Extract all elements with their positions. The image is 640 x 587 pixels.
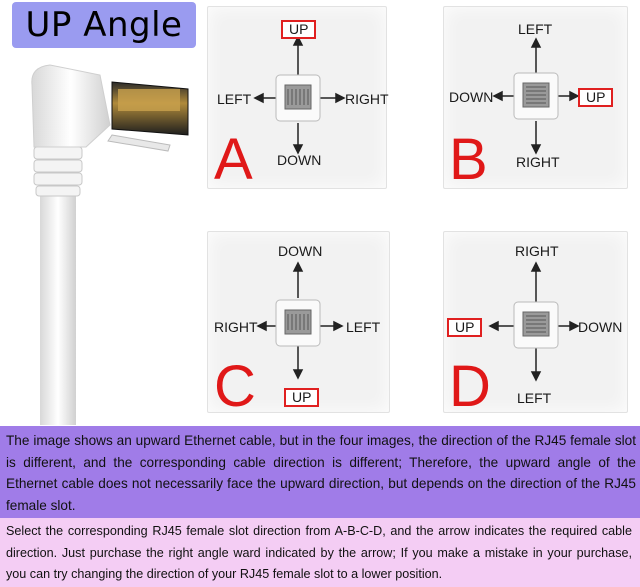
panel-b: LEFT DOWN UP RIGHT B <box>443 6 628 189</box>
label-left: LEFT <box>217 91 252 107</box>
label-left: RIGHT <box>214 319 258 335</box>
explanation-text: The image shows an upward Ethernet cable… <box>6 433 636 513</box>
label-up: RIGHT <box>515 243 559 259</box>
label-up: LEFT <box>518 21 553 37</box>
label-down: RIGHT <box>516 154 560 170</box>
label-left: UP <box>447 318 483 337</box>
panel-letter: A <box>214 127 253 192</box>
direction-arrows <box>253 35 346 155</box>
panel-letter: C <box>214 354 256 419</box>
label-down: DOWN <box>277 152 322 168</box>
label-right: LEFT <box>346 319 381 335</box>
direction-arrows <box>256 261 344 380</box>
label-up: DOWN <box>278 243 323 259</box>
panel-letter: D <box>449 354 491 419</box>
label-left: DOWN <box>449 89 494 105</box>
panel-d: RIGHT UP DOWN LEFT D <box>443 231 628 419</box>
label-up: UP <box>281 20 317 39</box>
direction-arrows <box>488 261 580 382</box>
label-right: UP <box>578 88 614 107</box>
rj45-jack-icon <box>275 74 321 122</box>
explanation-note: The image shows an upward Ethernet cable… <box>0 426 640 518</box>
label-down: LEFT <box>517 390 552 406</box>
selection-note: Select the corresponding RJ45 female slo… <box>0 518 640 587</box>
rj45-jack-icon <box>513 72 559 120</box>
page-title: UP Angle <box>25 5 183 45</box>
panel-a: UP LEFT RIGHT DOWN A <box>207 6 389 192</box>
label-down: UP <box>284 388 320 407</box>
label-right: RIGHT <box>345 91 389 107</box>
ethernet-cable-illustration <box>31 64 189 425</box>
rj45-jack-icon <box>275 299 321 347</box>
panel-c: DOWN RIGHT LEFT UP C <box>207 231 390 419</box>
direction-arrows <box>492 37 580 155</box>
panel-letter: B <box>449 127 488 192</box>
title-badge: UP Angle <box>12 2 196 48</box>
selection-text: Select the corresponding RJ45 female slo… <box>6 524 632 581</box>
rj45-jack-icon <box>513 301 559 349</box>
label-right: DOWN <box>578 319 623 335</box>
